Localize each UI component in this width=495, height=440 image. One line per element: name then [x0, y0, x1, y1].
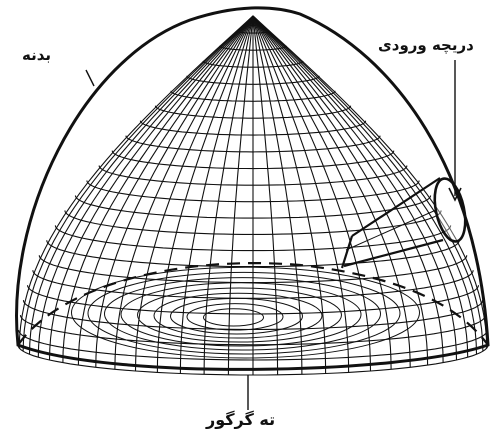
funnel-edge-bottom — [343, 238, 444, 268]
floor-ring — [137, 287, 342, 343]
mesh-parallel — [54, 225, 452, 252]
mesh-parallel — [186, 75, 320, 85]
label-bottom: ته گرگور — [206, 410, 276, 429]
mesh-parallel — [170, 90, 336, 102]
mesh-parallel — [86, 180, 420, 203]
pointer-body — [85, 69, 95, 87]
mesh-meridian — [252, 15, 303, 375]
mesh-parallel — [111, 150, 395, 170]
entrance-funnel — [340, 60, 467, 269]
mesh-parallel — [18, 329, 488, 361]
mesh-meridian — [62, 15, 254, 363]
arrowhead — [448, 187, 462, 202]
floor-ring — [153, 292, 323, 339]
floor-ring — [120, 282, 362, 347]
mesh-parallel — [202, 60, 304, 68]
mesh-parallel — [98, 165, 408, 186]
label-body: بدنه — [22, 46, 52, 64]
funnel-edge-top — [351, 177, 441, 237]
mesh-parallel — [32, 270, 474, 299]
funnel-edge-mid — [345, 209, 437, 251]
label-entrance: دریچه ورودی — [378, 36, 474, 54]
mesh-parallel — [139, 120, 367, 136]
mesh-parallel — [235, 30, 271, 34]
mesh-parallel — [64, 210, 442, 235]
mesh-parallel — [46, 240, 460, 268]
mesh-parallel — [154, 105, 352, 119]
floor-ring — [104, 277, 381, 351]
mesh-meridian — [227, 15, 254, 375]
floor-ring — [186, 303, 284, 331]
mesh-meridian — [252, 15, 444, 363]
floor-ring — [170, 297, 303, 335]
mesh-parallel — [17, 344, 489, 376]
mesh-parallel — [219, 45, 287, 51]
floor-ring — [203, 308, 264, 327]
mesh-meridian — [252, 15, 279, 375]
mesh-meridian — [203, 15, 254, 375]
mesh-parallel — [19, 314, 487, 346]
floor-ring — [87, 271, 401, 355]
opening-rim-dashed — [17, 262, 489, 346]
floor-ring — [71, 266, 420, 359]
floor-ellipses — [71, 266, 420, 359]
mesh-grid — [17, 15, 489, 376]
mesh-parallel — [74, 195, 432, 219]
dome-outline — [15, 6, 490, 371]
mesh-parallel — [125, 135, 381, 153]
mesh-parallel — [26, 285, 480, 315]
funnel-throat — [340, 235, 354, 269]
